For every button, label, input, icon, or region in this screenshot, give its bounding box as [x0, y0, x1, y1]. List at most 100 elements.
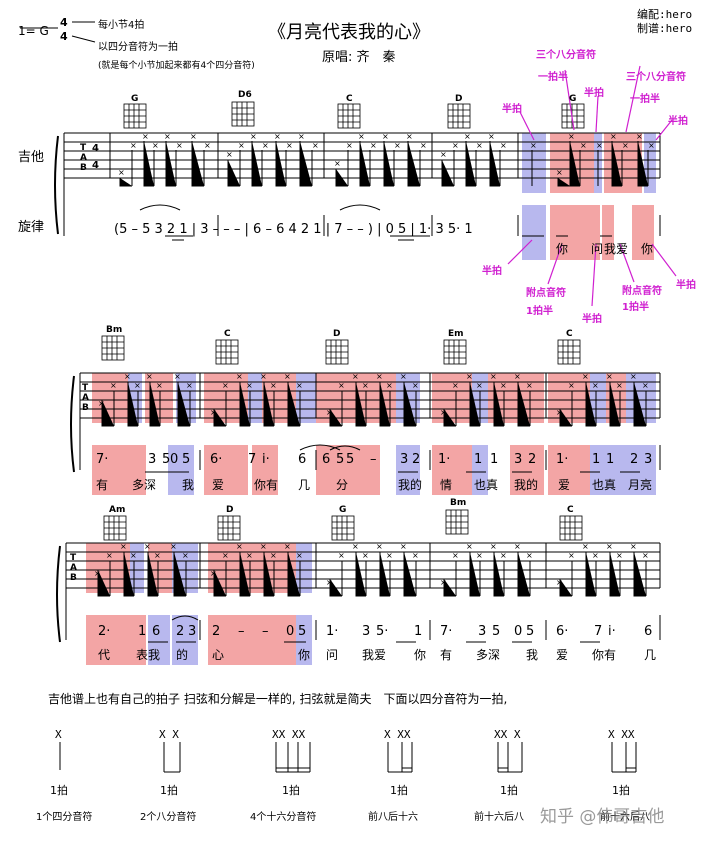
- melody-note: 5·: [376, 624, 389, 639]
- svg-text:×: ×: [582, 372, 589, 381]
- svg-text:B: B: [70, 573, 77, 583]
- svg-text:×: ×: [260, 372, 267, 381]
- svg-text:×: ×: [186, 381, 193, 390]
- lyric: 代: [98, 648, 111, 662]
- svg-text:×: ×: [568, 551, 575, 560]
- melody-note: 1: [474, 452, 483, 467]
- lyric: 心: [212, 648, 225, 662]
- melody-note: 6: [644, 624, 653, 639]
- svg-text:×: ×: [530, 141, 537, 150]
- lyric: 爱: [212, 478, 225, 492]
- time-top: 4: [60, 16, 68, 29]
- svg-text:×: ×: [338, 381, 345, 390]
- melody-note: 3: [362, 624, 371, 639]
- svg-text:×: ×: [556, 408, 563, 417]
- melody-note: 3: [514, 452, 523, 467]
- melody-note: 1·: [438, 452, 451, 467]
- chord-name: C: [224, 329, 231, 339]
- system-2: T A B ×××××××× ×××××××× ×××××××× ×××××××…: [70, 372, 661, 495]
- svg-text:×: ×: [592, 551, 599, 560]
- lyric: 有: [440, 648, 453, 662]
- lyric: 你: [414, 648, 427, 662]
- svg-text:×: ×: [156, 381, 163, 390]
- svg-text:×: ×: [286, 141, 293, 150]
- svg-text:×: ×: [556, 578, 563, 587]
- svg-text:×: ×: [606, 542, 613, 551]
- rhythm-name: 前八后十六: [368, 812, 418, 823]
- melody-row-1: (5 – 5 3 2 1 | 3 – – – | 6 – 6 4 2 1 | 7…: [114, 222, 473, 237]
- explanation-text: 吉他谱上也有自己的拍子 扫弦和分解是一样的, 扫弦就是简夫 下面以四分音符为一拍…: [48, 692, 508, 706]
- svg-text:×: ×: [610, 132, 617, 141]
- melody-note: 1: [606, 452, 615, 467]
- svg-text:×: ×: [412, 381, 419, 390]
- svg-text:×: ×: [606, 372, 613, 381]
- svg-text:×: ×: [152, 141, 159, 150]
- rhythm-marks: X X: [159, 728, 179, 741]
- svg-text:×: ×: [452, 141, 459, 150]
- svg-text:×: ×: [238, 141, 245, 150]
- svg-text:×: ×: [130, 551, 137, 560]
- rhythm-graphics: [59, 742, 637, 773]
- svg-text:×: ×: [400, 372, 407, 381]
- rhythm-name: 2个八分音符: [140, 812, 197, 823]
- melody-note: –: [238, 624, 245, 639]
- svg-text:×: ×: [174, 372, 181, 381]
- arranger: 编配:hero: [637, 8, 693, 21]
- svg-text:×: ×: [118, 168, 125, 177]
- annotation-label: 半拍: [668, 116, 688, 127]
- svg-text:×: ×: [284, 372, 291, 381]
- melody-note: 5: [182, 452, 191, 467]
- annotation-label: 半拍: [584, 88, 604, 99]
- rhythm-beat: 1拍: [50, 784, 68, 797]
- svg-text:×: ×: [284, 542, 291, 551]
- lyric: 有: [96, 478, 109, 492]
- lyric: 问: [591, 242, 604, 256]
- lyric: 爱: [556, 648, 569, 662]
- svg-text:×: ×: [452, 381, 459, 390]
- svg-text:×: ×: [134, 381, 141, 390]
- melody-note: 1: [592, 452, 601, 467]
- svg-text:4: 4: [92, 143, 99, 154]
- svg-text:×: ×: [394, 141, 401, 150]
- svg-text:×: ×: [236, 542, 243, 551]
- svg-text:×: ×: [376, 372, 383, 381]
- guitar-label: 吉他: [18, 150, 45, 165]
- melody-note: 2: [630, 452, 639, 467]
- svg-text:×: ×: [204, 141, 211, 150]
- svg-text:×: ×: [648, 141, 655, 150]
- svg-text:×: ×: [176, 141, 183, 150]
- system-3: T A B ×××××××× ×××××××× ×××××××× ×××××××…: [56, 542, 661, 665]
- note-beats-per-bar: 每小节4拍: [98, 20, 145, 31]
- melody-note: 5: [492, 624, 501, 639]
- svg-text:×: ×: [326, 408, 333, 417]
- svg-text:×: ×: [296, 381, 303, 390]
- melody-note: 6·: [210, 452, 223, 467]
- svg-text:×: ×: [246, 381, 253, 390]
- annotation-label: 半拍: [482, 266, 502, 277]
- svg-text:×: ×: [616, 381, 623, 390]
- svg-text:×: ×: [476, 381, 483, 390]
- melody-note: 1·: [556, 452, 569, 467]
- svg-text:×: ×: [170, 542, 177, 551]
- svg-text:B: B: [80, 163, 87, 173]
- svg-text:×: ×: [386, 381, 393, 390]
- svg-text:×: ×: [592, 381, 599, 390]
- svg-text:×: ×: [476, 551, 483, 560]
- svg-text:×: ×: [358, 132, 365, 141]
- chord-name: Bm: [106, 325, 123, 335]
- annotation-label: 一拍半: [630, 94, 660, 105]
- svg-text:×: ×: [370, 141, 377, 150]
- lyric: 你: [641, 242, 654, 256]
- annotation-label: 半拍: [502, 104, 522, 115]
- svg-text:×: ×: [352, 372, 359, 381]
- svg-text:T: T: [80, 143, 87, 153]
- svg-text:×: ×: [622, 141, 629, 150]
- lyric: 也真: [474, 478, 499, 492]
- svg-text:×: ×: [338, 551, 345, 560]
- melody-note: 5: [298, 624, 307, 639]
- svg-text:×: ×: [616, 551, 623, 560]
- svg-text:×: ×: [400, 542, 407, 551]
- chord-name: D: [333, 329, 341, 339]
- svg-text:×: ×: [568, 132, 575, 141]
